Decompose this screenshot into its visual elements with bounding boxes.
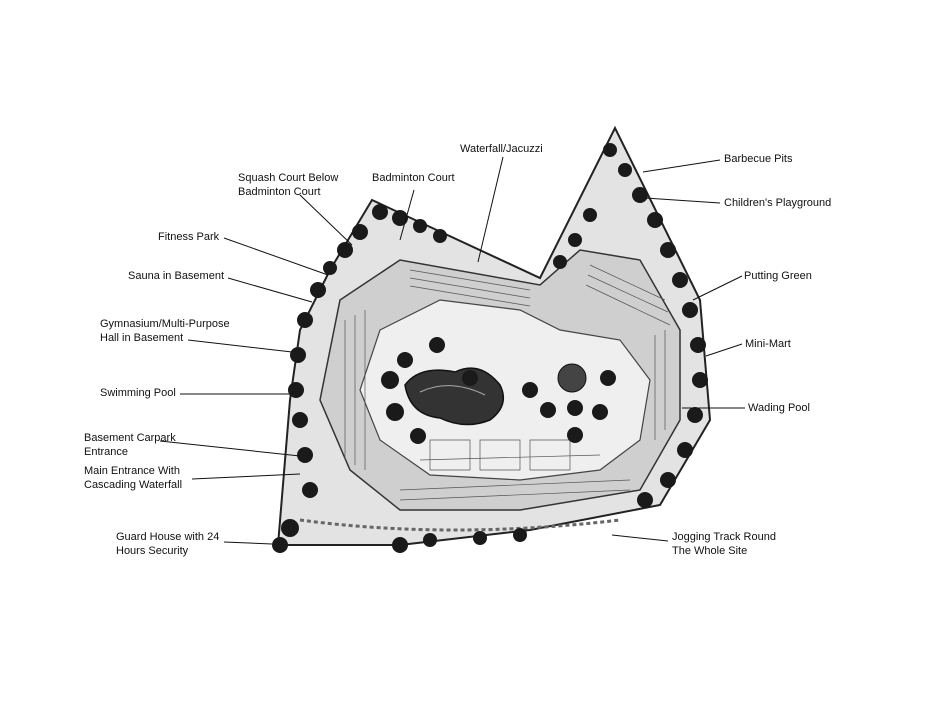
swimming-pool-label: Swimming Pool: [100, 387, 176, 399]
carpark-line-1: Basement Carpark: [84, 432, 176, 444]
waterfall-label: Waterfall/Jacuzzi: [460, 143, 543, 155]
perimeter-trees: [272, 143, 708, 553]
swimming-pool-shape: [404, 367, 505, 426]
main-entrance-line-1: Main Entrance With: [84, 465, 180, 477]
barbecue-label: Barbecue Pits: [724, 153, 793, 165]
squash-court-line-1: Squash Court Below: [238, 172, 339, 184]
jogging-track-line-2: The Whole Site: [672, 545, 748, 557]
main-entrance-line-2: Cascading Waterfall: [84, 479, 183, 491]
squash-court-line-2: Badminton Court: [238, 186, 321, 198]
jogging-track-label: Jogging Track Round The Whole Site: [672, 530, 776, 558]
jogging-track: [299, 518, 621, 532]
gymnasium-label: Gymnasium/Multi-Purpose Hall in Basement: [100, 317, 230, 345]
carpark-label: Basement Carpark Entrance: [84, 431, 176, 459]
wading-pool-label: Wading Pool: [748, 402, 810, 414]
main-entrance-label: Main Entrance With Cascading Waterfall: [84, 464, 182, 492]
fitness-park-label: Fitness Park: [158, 231, 220, 243]
sauna-label: Sauna in Basement: [128, 270, 225, 282]
leader-lines: [159, 156, 745, 545]
playground-label: Children's Playground: [724, 197, 832, 209]
guard-house-line-1: Guard House with 24: [116, 531, 220, 543]
jogging-track-line-1: Jogging Track Round: [672, 531, 776, 543]
badminton-court-label: Badminton Court: [372, 172, 455, 184]
putting-green-label: Putting Green: [744, 270, 812, 282]
guard-house-line-2: Hours Security: [116, 545, 189, 557]
carpark-line-2: Entrance: [84, 446, 129, 458]
mini-mart-label: Mini-Mart: [745, 338, 791, 350]
guard-house-label: Guard House with 24 Hours Security: [116, 530, 219, 558]
squash-court-label: Squash Court Below Badminton Court: [238, 171, 338, 199]
housing-blocks: [344, 264, 671, 501]
gymnasium-line-1: Gymnasium/Multi-Purpose: [100, 318, 230, 330]
gymnasium-line-2: Hall in Basement: [100, 332, 184, 344]
